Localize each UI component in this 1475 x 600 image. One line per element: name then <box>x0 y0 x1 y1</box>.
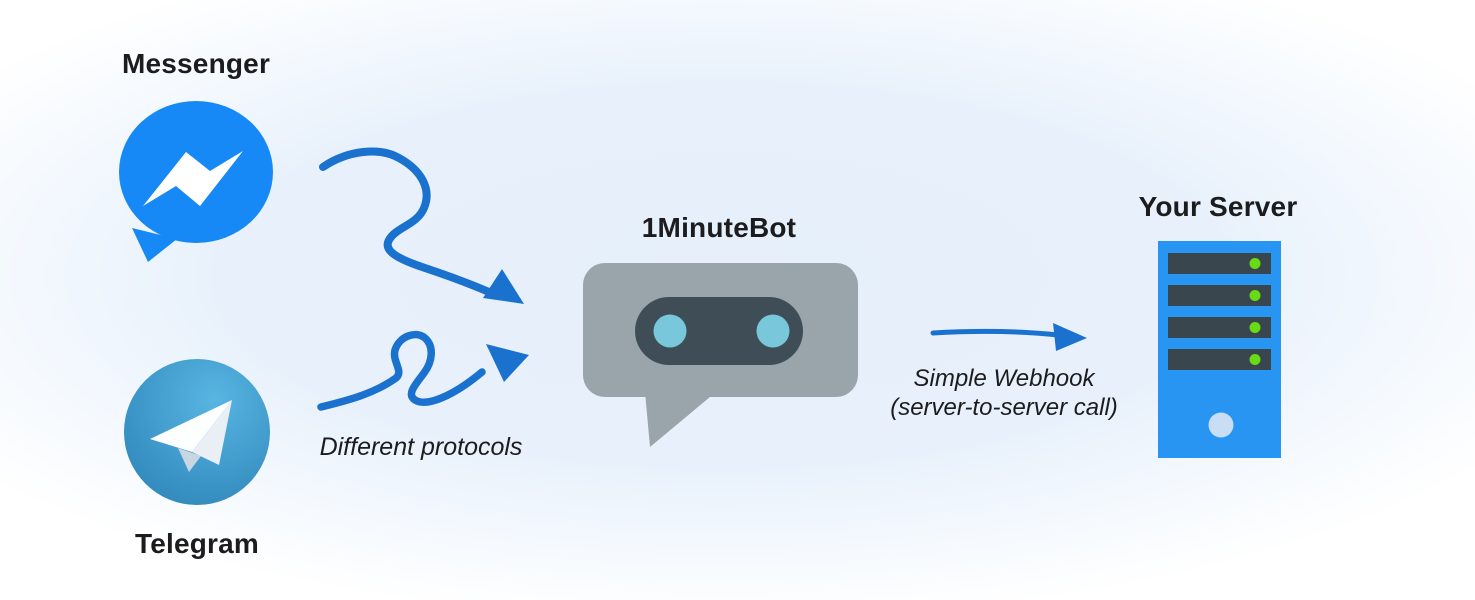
squiggle-arrow-icon <box>319 147 524 304</box>
robot-icon <box>583 263 858 447</box>
bot-label: 1MinuteBot <box>641 212 797 243</box>
robot-eye-right <box>756 314 790 348</box>
robot-visor <box>635 297 803 365</box>
webhook-caption-line1: Simple Webhook <box>913 365 1095 392</box>
webhook-arrow-icon <box>930 323 1087 351</box>
messenger-label: Messenger <box>121 48 271 79</box>
server-led-lights <box>1249 258 1261 365</box>
webhook-caption-line2: (server-to-server call) <box>890 394 1118 421</box>
lightning-bolt-icon <box>143 151 243 206</box>
paper-plane-icon <box>150 400 232 472</box>
webhook-caption: Simple Webhook (server-to-server call) <box>890 364 1118 422</box>
telegram-icon <box>124 359 270 505</box>
server-label: Your Server <box>1138 191 1298 222</box>
telegram-label: Telegram <box>134 528 260 559</box>
messenger-icon <box>119 101 273 262</box>
server-drive-bays <box>1168 253 1271 370</box>
server-power-button <box>1208 412 1234 438</box>
protocols-caption: Different protocols <box>319 433 523 461</box>
server-icon <box>1158 241 1281 458</box>
robot-eye-left <box>653 314 687 348</box>
loop-arrow-icon <box>317 330 529 411</box>
